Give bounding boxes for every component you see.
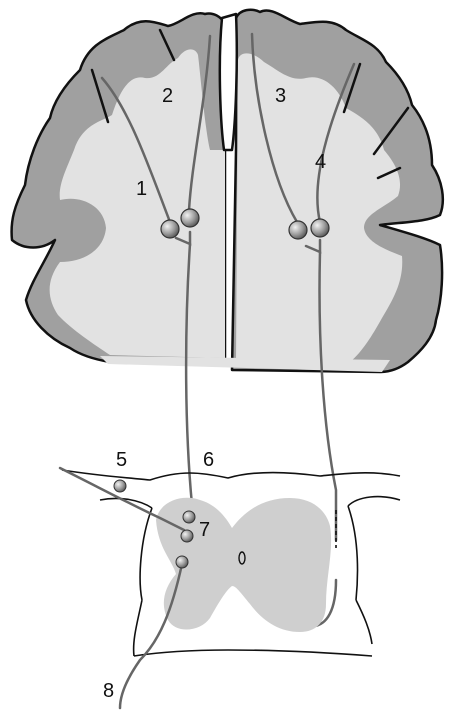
neuron-ventral-horn <box>176 556 188 568</box>
neuron-left-outer <box>161 220 179 238</box>
interhemispheric-fissure <box>220 14 237 150</box>
label-8: 8 <box>103 680 114 702</box>
label-3: 3 <box>275 85 286 107</box>
label-4: 4 <box>315 151 326 173</box>
neuron-right-inner <box>289 221 307 239</box>
label-1: 1 <box>136 178 147 200</box>
neuron-right-outer <box>311 219 329 237</box>
neuron-dorsal-root-ganglion <box>114 480 126 492</box>
label-2: 2 <box>162 85 173 107</box>
spinal-fibres <box>60 468 184 708</box>
neuron-dorsal-horn-lower <box>181 530 193 542</box>
label-5: 5 <box>116 449 127 471</box>
spinal-cord-section <box>60 468 400 708</box>
neuron-dorsal-horn-upper <box>183 511 195 523</box>
neuron-left-inner <box>181 209 199 227</box>
label-7: 7 <box>199 519 210 541</box>
label-6: 6 <box>203 449 214 471</box>
